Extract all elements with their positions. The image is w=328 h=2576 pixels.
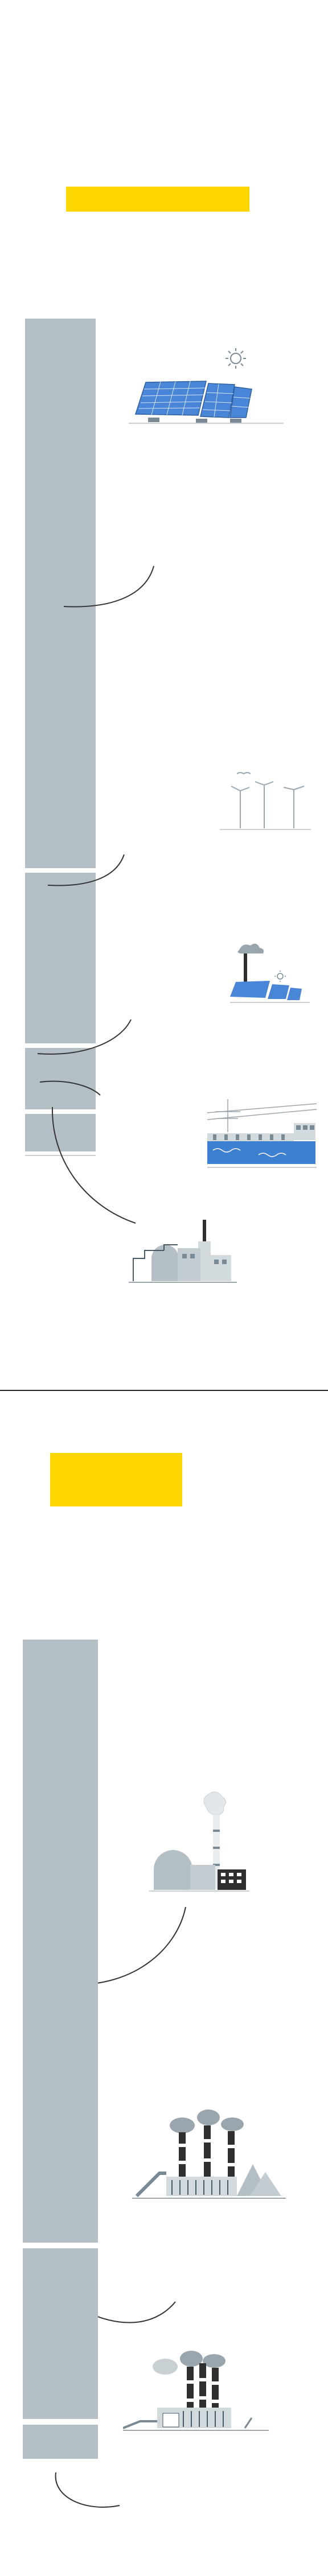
bar-segment [25, 873, 96, 1043]
connector-line [51, 1107, 136, 1224]
solar-panels-icon [129, 348, 284, 424]
connector-line [55, 2472, 120, 2508]
solar-power-plant-icon [230, 943, 310, 1003]
connector-line [39, 1080, 101, 1096]
gas-power-plant-icon [123, 2351, 269, 2431]
nuclear-plant-icon [149, 1791, 249, 1892]
bar-segment [25, 1114, 96, 1151]
bar-baseline [25, 1155, 96, 1156]
hydro-dam-icon [207, 1099, 317, 1168]
bar-segment [23, 2248, 98, 2419]
connector-line [63, 565, 154, 608]
title-highlight-1 [66, 187, 249, 212]
section-divider [0, 1390, 328, 1391]
bar-segment [23, 1640, 98, 2243]
biomass-plant-icon [129, 1220, 237, 1283]
bar-segment [25, 1048, 96, 1109]
coal-power-plant-icon [132, 2109, 286, 2199]
title-highlight-2 [50, 1453, 182, 1506]
connector-line [47, 854, 125, 886]
wind-turbines-icon [220, 772, 311, 830]
connector-line [37, 1019, 132, 1055]
stacked-bar-1 [25, 319, 96, 1157]
stacked-bar-2 [23, 1640, 98, 2459]
bar-segment [25, 319, 96, 868]
bar-segment [23, 2425, 98, 2459]
